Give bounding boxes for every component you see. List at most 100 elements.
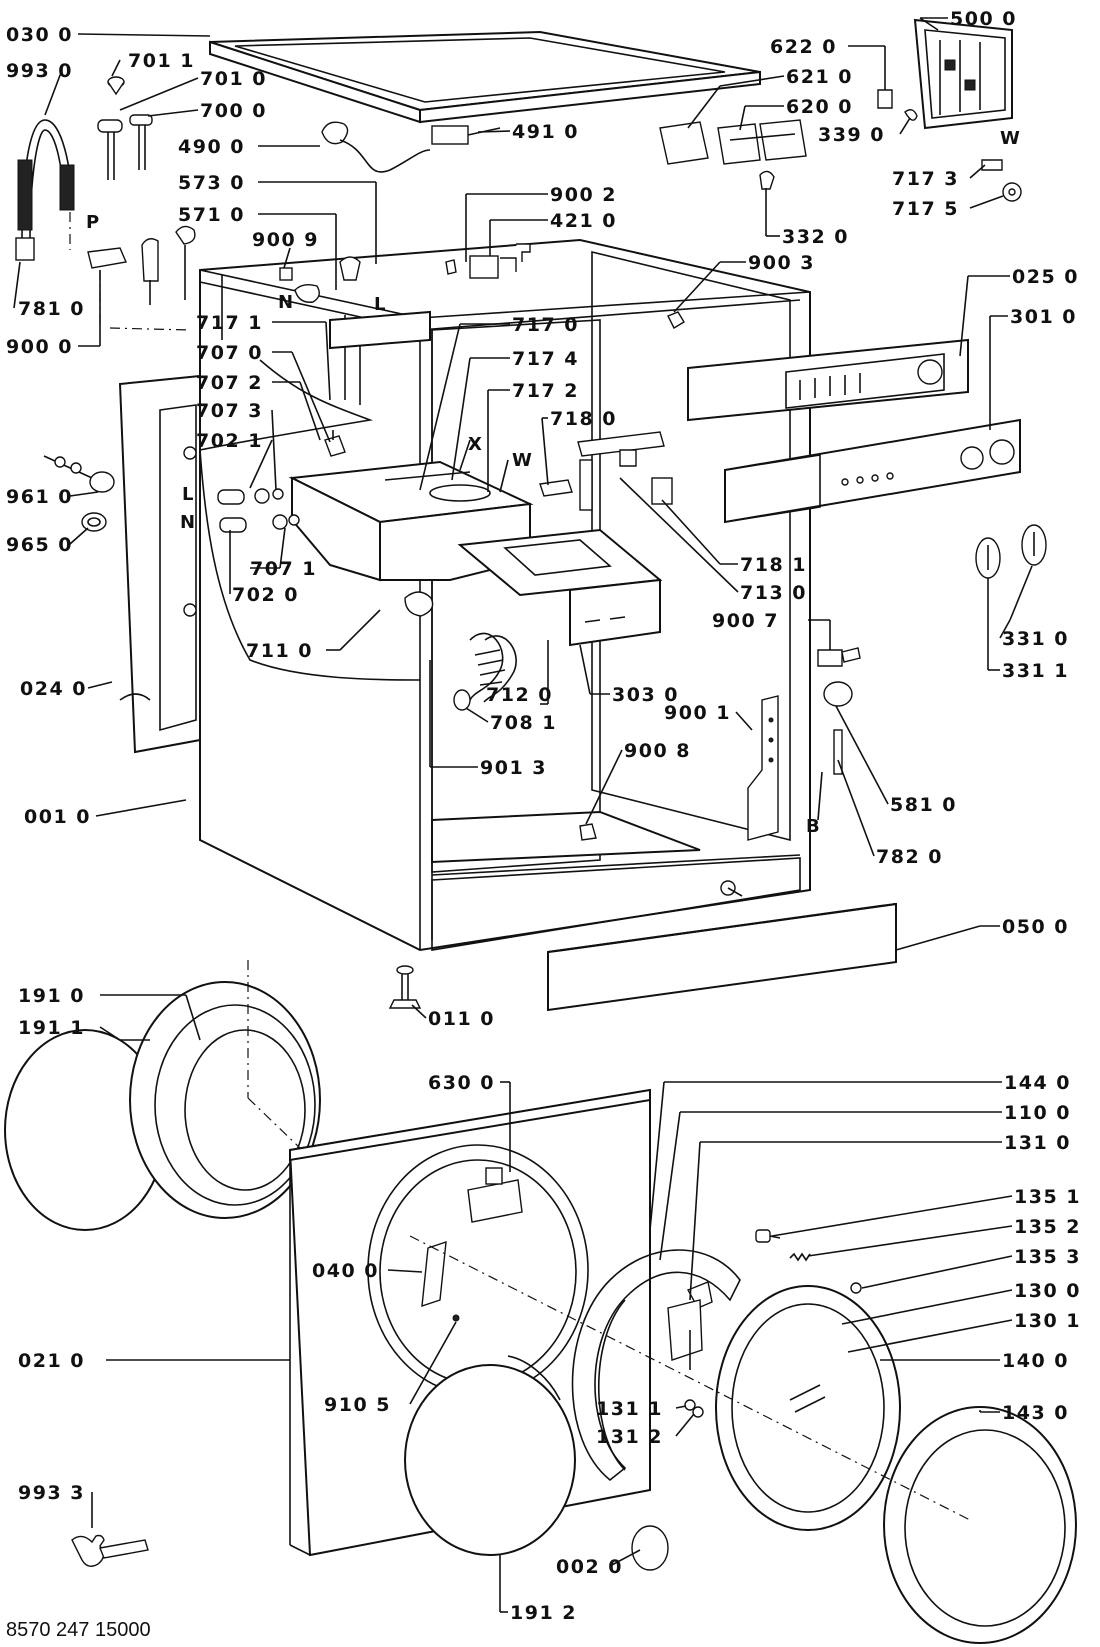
letter-P: P: [86, 212, 99, 233]
letter-N-valve: N: [278, 292, 293, 313]
callout-910-5: 910 5: [324, 1394, 391, 1416]
callout-191-0: 191 0: [18, 985, 85, 1007]
part-wrench: [71, 1534, 149, 1567]
part-small-components-top-right: [877, 89, 1022, 202]
callout-581-0: 581 0: [890, 794, 957, 816]
callout-491-0: 491 0: [512, 121, 579, 143]
callout-900-7: 900 7: [712, 610, 779, 632]
part-knobs: [975, 524, 1047, 579]
callout-900-9: 900 9: [252, 229, 319, 251]
part-dispenser-hose: [453, 632, 517, 711]
part-door-glass: [883, 1406, 1077, 1644]
callout-131-1: 131 1: [596, 1398, 663, 1420]
callout-901-3: 901 3: [480, 757, 547, 779]
callout-135-1: 135 1: [1014, 1186, 1081, 1208]
callout-630-0: 630 0: [428, 1072, 495, 1094]
callout-050-0: 050 0: [1002, 916, 1069, 938]
part-clip-900-8: [579, 823, 597, 841]
callout-191-2: 191 2: [510, 1602, 577, 1624]
callout-labels: 030 0 701 1 993 0 701 0 700 0 490 0 491 …: [6, 8, 1081, 1624]
letter-N-left: N: [180, 512, 195, 533]
part-shock-absorber: [43, 455, 115, 532]
callout-573-0: 573 0: [178, 172, 245, 194]
callout-717-0: 717 0: [512, 314, 579, 336]
part-relay-boards: [659, 119, 807, 165]
part-dispenser-levers: [539, 431, 673, 511]
part-small-valve-parts: [217, 430, 346, 533]
callout-781-0: 781 0: [18, 298, 85, 320]
callout-011-0: 011 0: [428, 1008, 495, 1030]
callout-421-0: 421 0: [550, 210, 617, 232]
callout-993-3: 993 3: [18, 1482, 85, 1504]
letter-B: B: [806, 816, 820, 837]
callout-900-1: 900 1: [664, 702, 731, 724]
callout-900-0: 900 0: [6, 336, 73, 358]
callout-040-0: 040 0: [312, 1260, 379, 1282]
callout-001-0: 001 0: [24, 806, 91, 828]
callout-002-0: 002 0: [556, 1556, 623, 1578]
callout-700-0: 700 0: [200, 100, 267, 122]
letter-X: X: [468, 434, 482, 455]
axis-line-seal: [247, 1097, 301, 1149]
part-bracket-900-1: [747, 695, 779, 841]
hose-route-outline: [199, 359, 421, 681]
callout-140-0: 140 0: [1002, 1350, 1069, 1372]
callout-135-2: 135 2: [1014, 1216, 1081, 1238]
callout-717-4: 717 4: [512, 348, 579, 370]
callout-131-2: 131 2: [596, 1426, 663, 1448]
letter-markers: P N L W X W L N B: [86, 128, 1020, 837]
part-cabinet: [199, 238, 811, 952]
part-glass-seal: [404, 1355, 576, 1556]
callout-331-1: 331 1: [1002, 660, 1069, 682]
part-fascia: [724, 418, 1021, 524]
callout-021-0: 021 0: [18, 1350, 85, 1372]
part-door-hinge: [667, 1299, 704, 1418]
callout-024-0: 024 0: [20, 678, 87, 700]
part-door-interlock: [467, 1167, 523, 1223]
leader-lines: [13, 17, 1033, 1613]
callout-717-1: 717 1: [196, 312, 263, 334]
part-interference-filter: [445, 243, 531, 279]
axis-line-door: [409, 1235, 971, 1521]
letter-L-left: L: [182, 484, 193, 505]
part-clip-900-3: [667, 311, 685, 329]
callout-110-0: 110 0: [1004, 1102, 1071, 1124]
part-door-seal: [4, 981, 321, 1231]
callout-130-0: 130 0: [1014, 1280, 1081, 1302]
callout-707-1: 707 1: [250, 558, 317, 580]
letter-W-top: W: [1000, 128, 1020, 149]
callout-900-3: 900 3: [748, 252, 815, 274]
callout-701-0: 701 0: [200, 68, 267, 90]
callout-712-0: 712 0: [486, 684, 553, 706]
callout-332-0: 332 0: [782, 226, 849, 248]
callout-621-0: 621 0: [786, 66, 853, 88]
callout-707-3: 707 3: [196, 400, 263, 422]
callout-718-1: 718 1: [740, 554, 807, 576]
part-foot: [388, 965, 422, 1009]
part-door-handle: [421, 1240, 460, 1322]
callout-717-2: 717 2: [512, 380, 579, 402]
part-plinth: [547, 902, 897, 1012]
part-electronic-module: [913, 18, 1013, 130]
callout-303-0: 303 0: [612, 684, 679, 706]
callout-701-1: 701 1: [128, 50, 195, 72]
callout-707-0: 707 0: [196, 342, 263, 364]
callout-571-0: 571 0: [178, 204, 245, 226]
part-small-clip-332: [759, 170, 775, 190]
callout-717-5: 717 5: [892, 198, 959, 220]
callout-135-3: 135 3: [1014, 1246, 1081, 1268]
callout-782-0: 782 0: [876, 846, 943, 868]
callout-331-0: 331 0: [1002, 628, 1069, 650]
part-inlet-valve: [279, 256, 361, 303]
letter-W-mid: W: [512, 450, 532, 471]
callout-961-0: 961 0: [6, 486, 73, 508]
callout-713-0: 713 0: [740, 582, 807, 604]
callout-708-1: 708 1: [490, 712, 557, 734]
part-mains-cables: [321, 121, 501, 173]
part-valve-fittings: [87, 76, 196, 331]
part-pressure-switch: [817, 647, 861, 775]
part-detergent-drawer: [457, 528, 663, 647]
callout-025-0: 025 0: [1012, 266, 1079, 288]
